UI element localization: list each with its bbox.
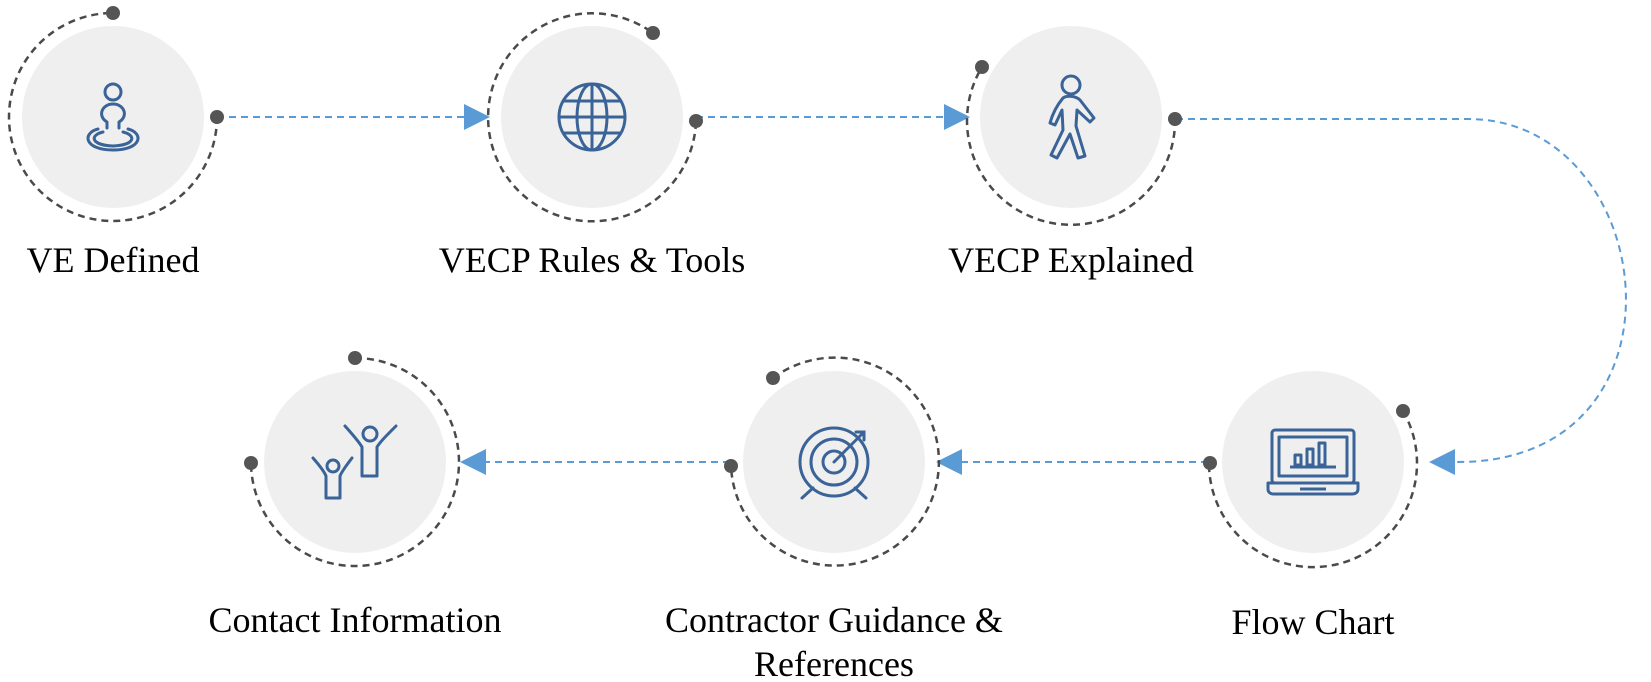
- ring-start-dot: [766, 371, 780, 385]
- step-circle: [22, 26, 204, 208]
- walking-person-icon: [1048, 74, 1096, 160]
- step-contact-information[interactable]: [244, 351, 461, 568]
- dashed-ring: [486, 12, 698, 223]
- ring-end-dot: [689, 114, 703, 128]
- step-label-vecp-rules-tools: VECP Rules & Tools: [438, 240, 746, 280]
- step-label-flow-chart: Flow Chart: [1231, 602, 1395, 642]
- step-label-ve-defined: VE Defined: [26, 240, 200, 280]
- target-icon: [798, 426, 870, 500]
- connectors: [217, 116, 1627, 463]
- arrowheads: [460, 104, 1455, 475]
- arrowhead-into-vecp-rules-tools: [464, 104, 490, 130]
- people-cheering-icon: [311, 424, 398, 500]
- ring-start-dot: [1396, 404, 1410, 418]
- step-vecp-rules-tools[interactable]: [486, 12, 703, 223]
- ring-end-dot: [1203, 456, 1217, 470]
- arrowhead-into-contractor-guidance: [936, 449, 962, 475]
- ring-start-dot: [106, 6, 120, 20]
- step-label-vecp-explained: VECP Explained: [948, 240, 1194, 280]
- ring-end-dot: [724, 459, 738, 473]
- ring-end-dot: [210, 110, 224, 124]
- arrowhead-into-flow-chart: [1429, 449, 1455, 475]
- ring-start-dot: [348, 351, 362, 365]
- step-contractor-guidance[interactable]: [724, 356, 941, 567]
- ring-start-dot: [975, 60, 989, 74]
- step-label-contractor-guidance: Contractor Guidance & References: [665, 600, 1003, 682]
- dashed-ring: [249, 356, 461, 568]
- step-flow-chart[interactable]: [1203, 371, 1419, 569]
- person-pin-icon: [86, 82, 140, 152]
- step-label-contact-information: Contact Information: [208, 600, 502, 640]
- ring-start-dot: [646, 26, 660, 40]
- globe-icon: [557, 82, 627, 152]
- step-vecp-explained[interactable]: [965, 26, 1182, 227]
- dashed-ring: [965, 66, 1177, 227]
- arrowhead-into-vecp-explained: [944, 104, 970, 130]
- dashed-ring: [7, 11, 219, 223]
- step-circle: [980, 26, 1162, 208]
- arrowhead-into-contact-information: [460, 449, 486, 475]
- step-ve-defined[interactable]: [7, 6, 224, 223]
- ring-end-dot: [244, 456, 258, 470]
- step-circle: [264, 371, 446, 553]
- dashed-ring: [729, 356, 941, 567]
- ring-end-dot: [1168, 112, 1182, 126]
- connector-vecp-explained-to-flow-chart: [1176, 118, 1627, 463]
- laptop-chart-icon: [1266, 428, 1360, 496]
